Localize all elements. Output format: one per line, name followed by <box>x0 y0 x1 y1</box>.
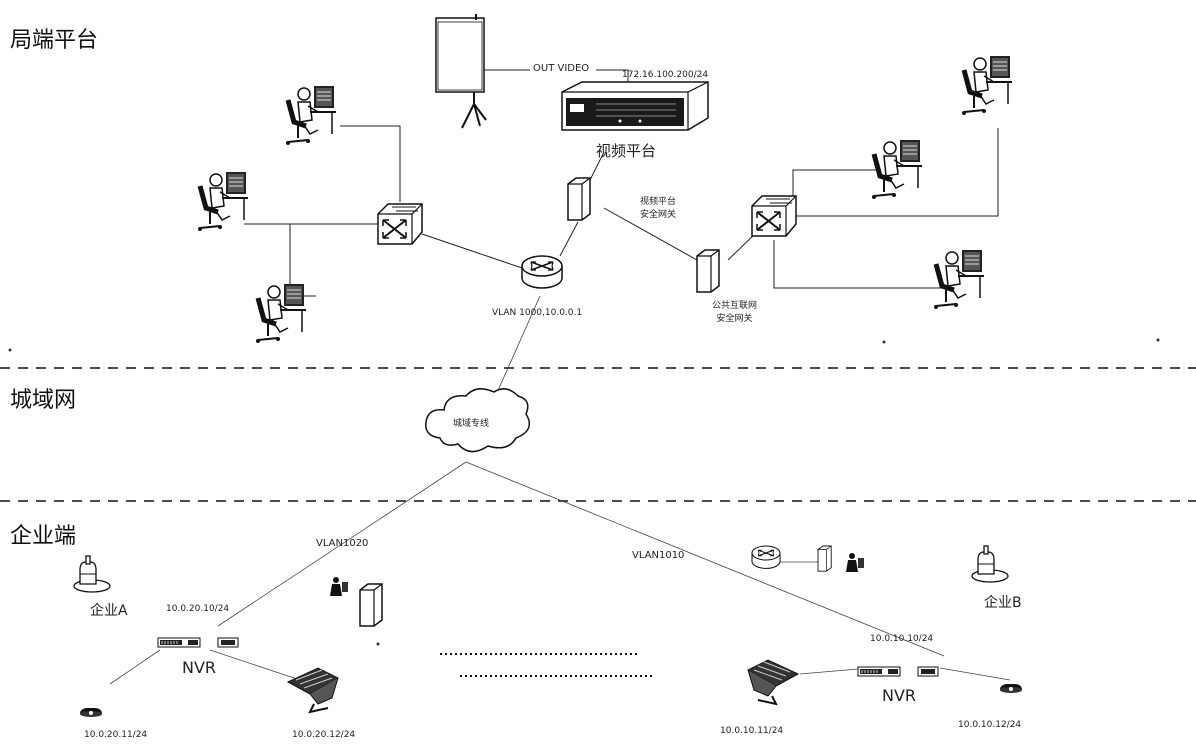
gateway-bottom-label: 公共互联网 安全网关 <box>712 300 757 326</box>
video-server-icon <box>561 81 709 131</box>
vlan-left-label: VLAN1020 <box>316 538 369 549</box>
marker-dot <box>882 340 886 344</box>
camera-a1-ip: 10.0.20.11/24 <box>84 730 148 740</box>
enterprise-b-gateway-ip: 10.0.10.10/24 <box>870 634 934 644</box>
camera-b1-ip: 10.0.10.11/24 <box>720 726 784 736</box>
platform-links <box>244 69 999 297</box>
enterprise-a-firewall-icon <box>359 583 383 627</box>
gateway-top-label: 视频平台 安全网关 <box>640 196 676 222</box>
bullet-camera-b1-icon <box>747 659 799 705</box>
dome-camera-a1-icon <box>80 708 102 717</box>
enterprise-b-building-icon <box>971 545 1009 583</box>
zone-title-enterprise: 企业端 <box>10 524 77 549</box>
gateway-bottom-line1: 公共互联网 <box>712 301 758 311</box>
zone-title-metro: 城域网 <box>10 388 77 413</box>
nvr-left-label: NVR <box>182 658 217 677</box>
gateway-bottom-line2: 安全网关 <box>716 314 753 324</box>
enterprise-a-user-icon <box>330 577 348 596</box>
camera-a2-ip: 10.0.20.12/24 <box>292 730 356 740</box>
marker-dot <box>1156 338 1160 342</box>
switch-left-icon <box>377 203 423 245</box>
video-platform-ip: 172.16.100.200/24 <box>622 70 709 80</box>
enterprise-b-label: 企业B <box>984 595 1022 611</box>
operator-workstation-icon <box>256 284 306 343</box>
operator-workstation-icon <box>872 140 922 199</box>
dome-camera-b2-icon <box>1000 684 1022 693</box>
enterprise-b-user-icon <box>846 553 864 572</box>
enterprise-b-firewall-icon <box>817 545 832 572</box>
gateway-top-line1: 视频平台 <box>640 197 677 207</box>
marker-dot <box>8 348 12 352</box>
vlan-right-label: VLAN1010 <box>632 550 685 561</box>
video-platform-label: 视频平台 <box>596 142 657 160</box>
cloud-label: 城域专线 <box>453 419 490 429</box>
nvr-right-label: NVR <box>882 686 917 705</box>
operator-workstation-icon <box>934 250 984 309</box>
operator-workstation-icon <box>286 86 336 145</box>
operator-workstation-icon <box>962 56 1012 115</box>
switch-right-icon <box>751 195 797 237</box>
zone-title-platform: 局端平台 <box>10 28 99 53</box>
out-video-label: OUT VIDEO <box>532 63 591 74</box>
enterprise-b-router-icon <box>751 545 781 569</box>
camera-b2-ip: 10.0.10.12/24 <box>958 720 1022 730</box>
bullet-camera-a2-icon <box>287 667 339 713</box>
wan-links <box>109 295 1011 685</box>
security-gateway-bottom-icon <box>696 249 720 293</box>
router-vlan-label: VLAN 1000,10.0.0.1 <box>492 308 583 318</box>
enterprise-a-gateway-ip: 10.0.20.10/24 <box>166 604 230 614</box>
marker-dot <box>376 642 380 646</box>
enterprise-a-building-icon <box>73 555 111 593</box>
core-router-icon <box>521 255 563 289</box>
nvr-left-icon <box>157 637 239 648</box>
security-gateway-top-icon <box>567 177 591 221</box>
operator-workstation-icon <box>198 172 248 231</box>
nvr-right-icon <box>857 666 939 677</box>
gateway-top-line2: 安全网关 <box>640 210 677 220</box>
metro-cloud-icon <box>425 388 531 453</box>
enterprise-a-label: 企业A <box>90 603 128 619</box>
projection-screen-icon <box>435 14 487 129</box>
